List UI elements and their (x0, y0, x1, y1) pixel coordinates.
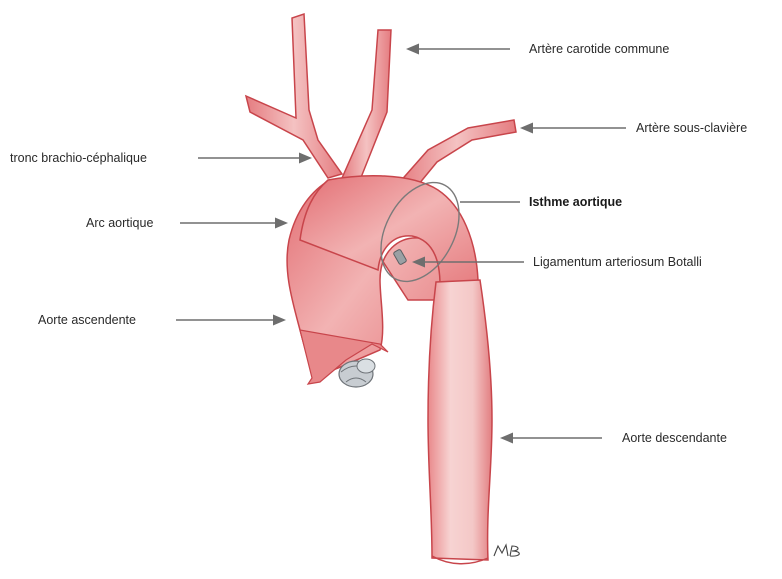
label-common-carotid-artery: Artère carotide commune (529, 42, 669, 56)
descending-aorta (428, 280, 492, 560)
brachiocephalic-trunk (246, 14, 342, 178)
label-aortic-arch: Arc aortique (86, 216, 153, 230)
label-subclavian-artery: Artère sous-clavière (636, 121, 747, 135)
label-brachiocephalic-trunk: tronc brachio-céphalique (10, 151, 147, 165)
label-ascending-aorta: Aorte ascendente (38, 313, 136, 327)
label-aortic-isthmus: Isthme aortique (529, 195, 622, 209)
label-ligamentum-arteriosum: Ligamentum arteriosum Botalli (533, 255, 702, 269)
artist-signature (494, 545, 519, 556)
label-descending-aorta: Aorte descendante (622, 431, 727, 445)
subclavian-artery (398, 120, 516, 190)
common-carotid-artery (342, 30, 391, 180)
